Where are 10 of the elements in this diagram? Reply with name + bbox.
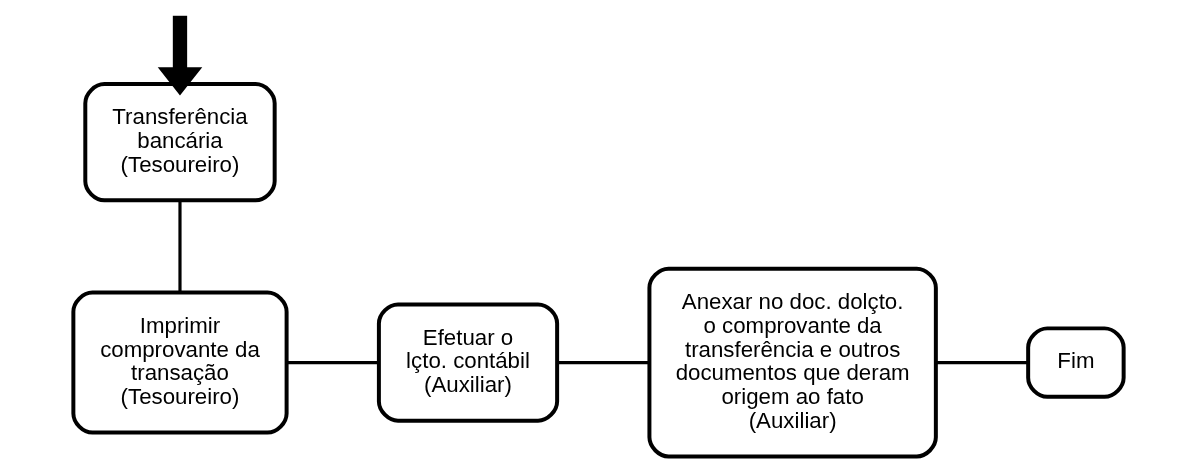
node-box: Imprimir comprovante da transação (Tesoureiro) <box>71 290 289 435</box>
node-box: Anexar no doc. dolçto. o comprovante da transferência e outros documentos que deram origem ao fato (Auxiliar) <box>647 266 938 459</box>
node-box: Transferência bancária (Tesoureiro) <box>83 82 277 203</box>
connector <box>286 361 379 365</box>
connector <box>557 361 650 365</box>
connector <box>935 361 1028 365</box>
node-box: Fim <box>1026 326 1126 399</box>
arrow <box>157 15 203 96</box>
connector <box>178 200 182 293</box>
node-box: Efetuar o lçto. contábil (Auxiliar) <box>376 302 560 423</box>
